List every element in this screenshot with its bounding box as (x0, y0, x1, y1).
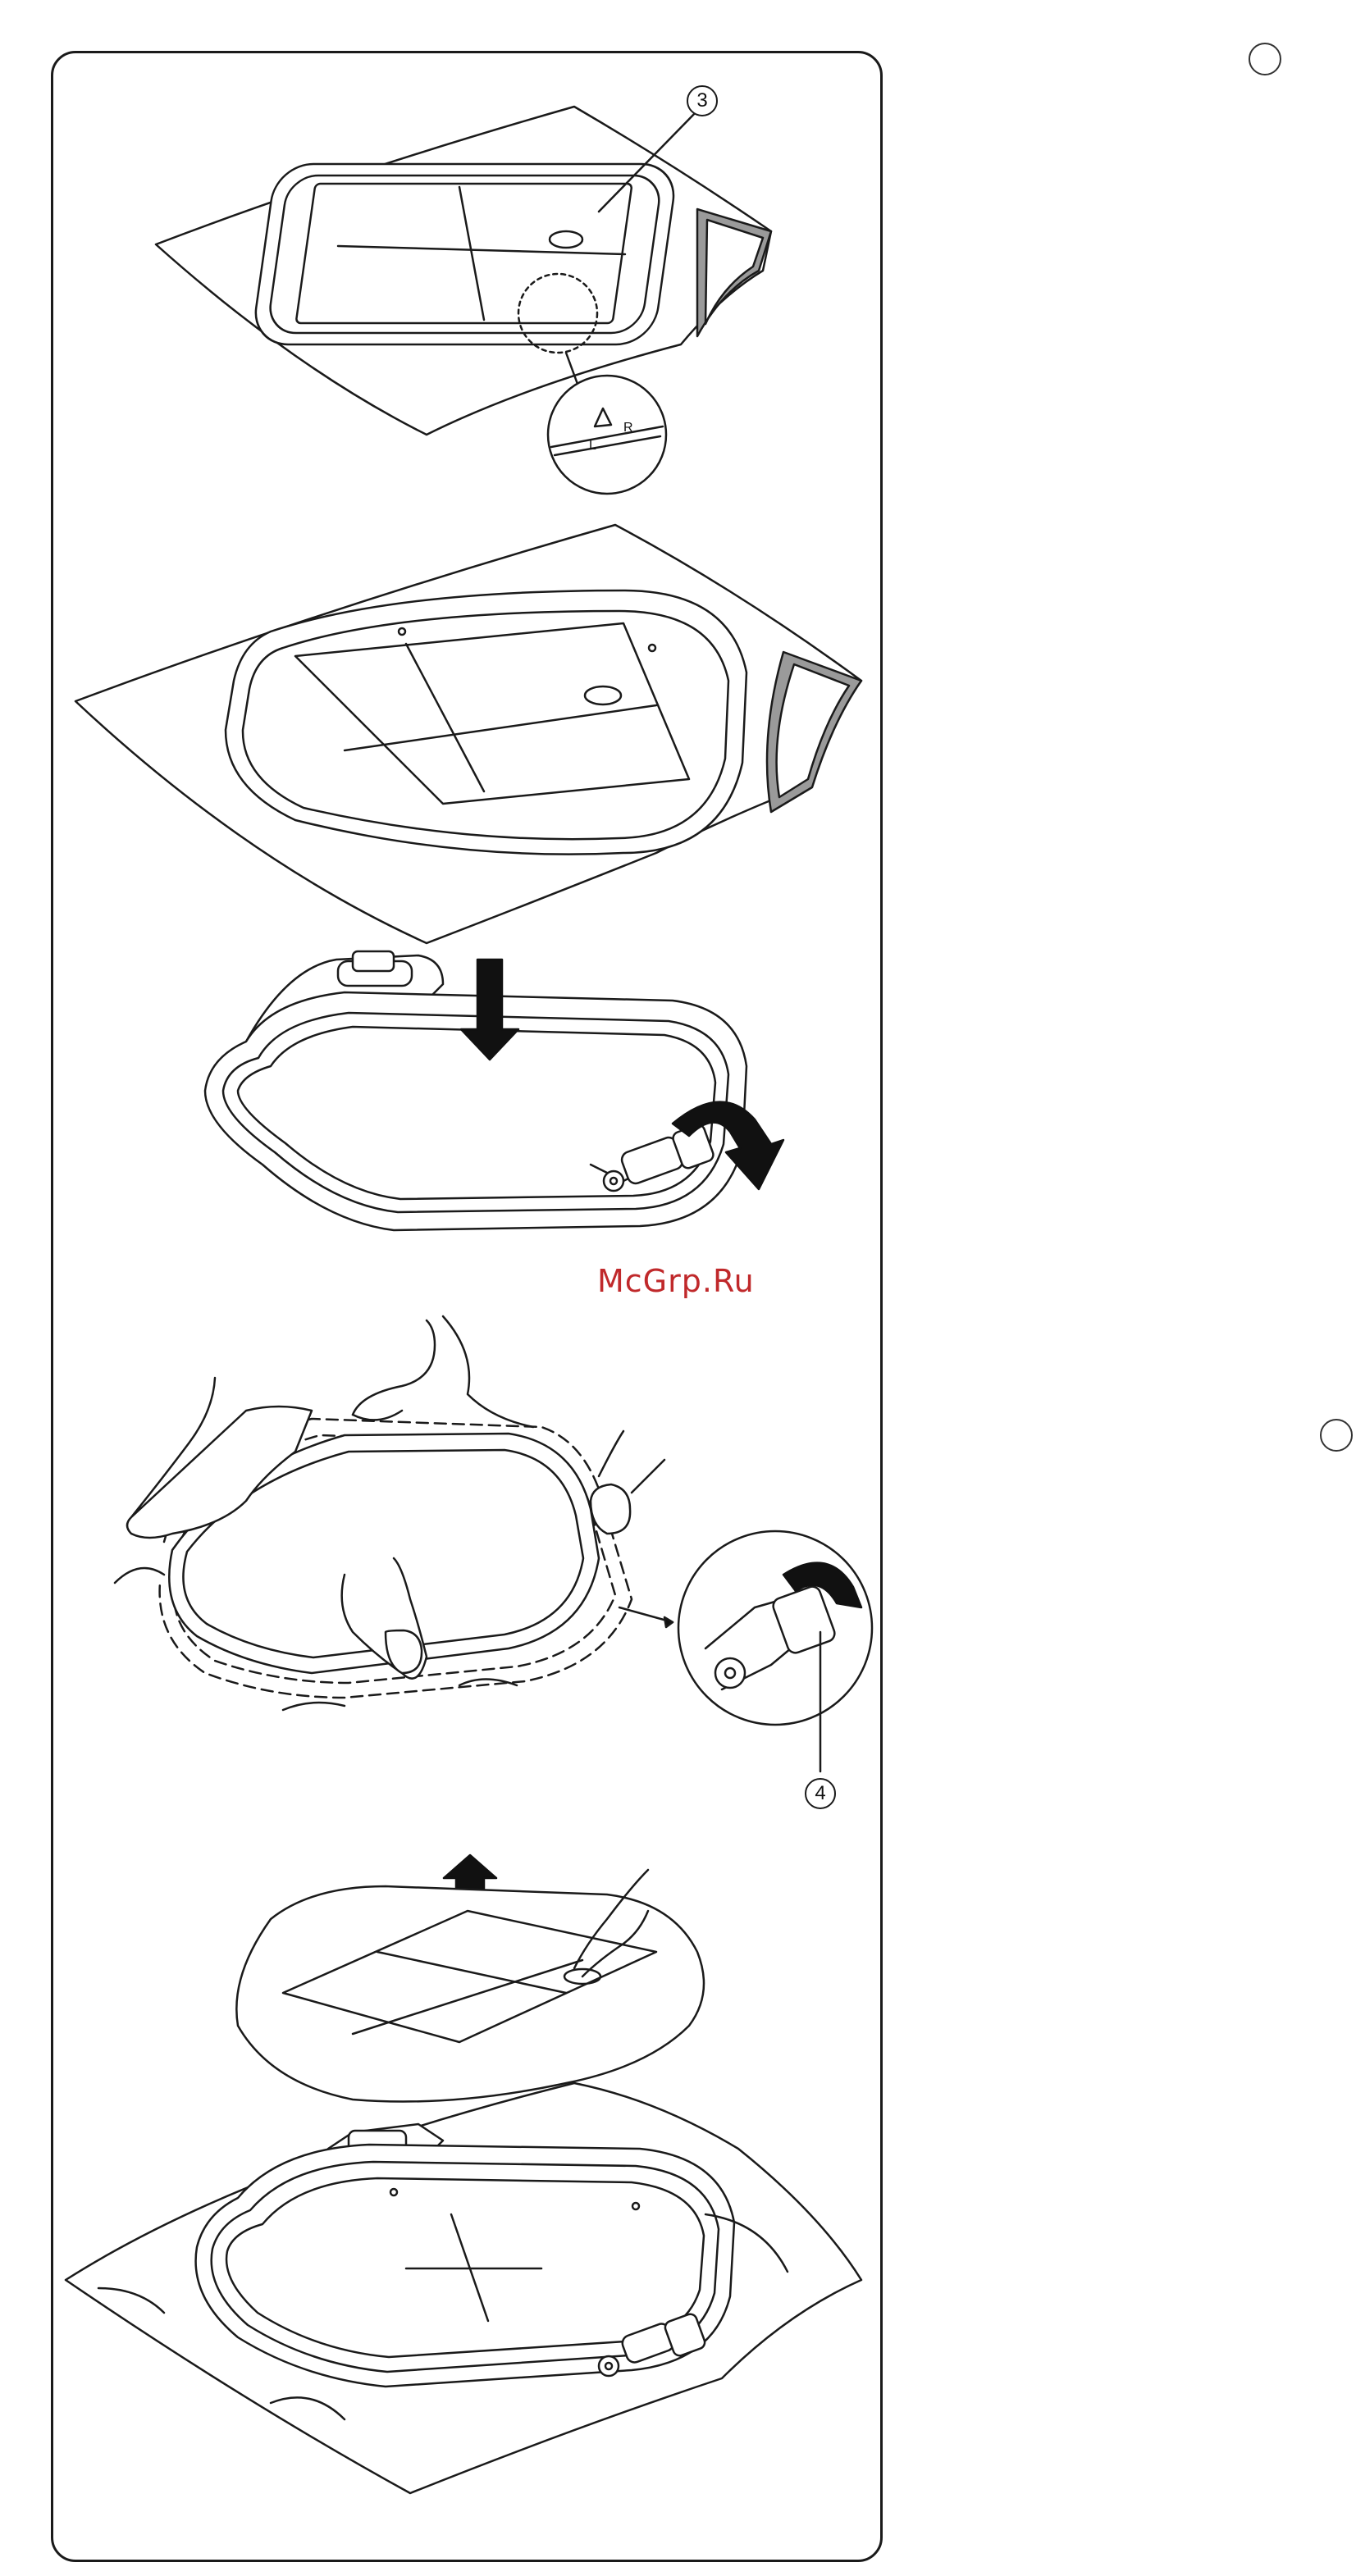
step4-hoop-with-hands (115, 1316, 872, 1771)
step2-fabric-template (75, 525, 861, 943)
step1-detail-inset (548, 376, 666, 494)
step5-remove-template (66, 1855, 861, 2493)
fabric-wrinkle-2 (283, 1703, 345, 1710)
callout-4-number: 4 (805, 1778, 836, 1809)
step4-detail-inset (678, 1531, 872, 1725)
step3-hoop-outer (205, 992, 746, 1230)
step2-hoop-outer (226, 590, 746, 855)
callout-3-number: 3 (687, 85, 718, 116)
step1-fabric-template: L R (156, 107, 771, 494)
inset-letter-right: R (623, 421, 633, 435)
step3-outer-hoop (205, 951, 783, 1230)
margin-circle-top (1249, 43, 1281, 75)
watermark-text: McGrp.Ru (597, 1263, 755, 1299)
fabric-wrinkle-1 (115, 1568, 164, 1583)
hand-right (591, 1431, 664, 1534)
margin-circle-middle (1320, 1419, 1353, 1452)
inset-letter-left: L (589, 439, 596, 453)
hand-top (353, 1316, 533, 1427)
step5-template-sheet (236, 1886, 704, 2102)
